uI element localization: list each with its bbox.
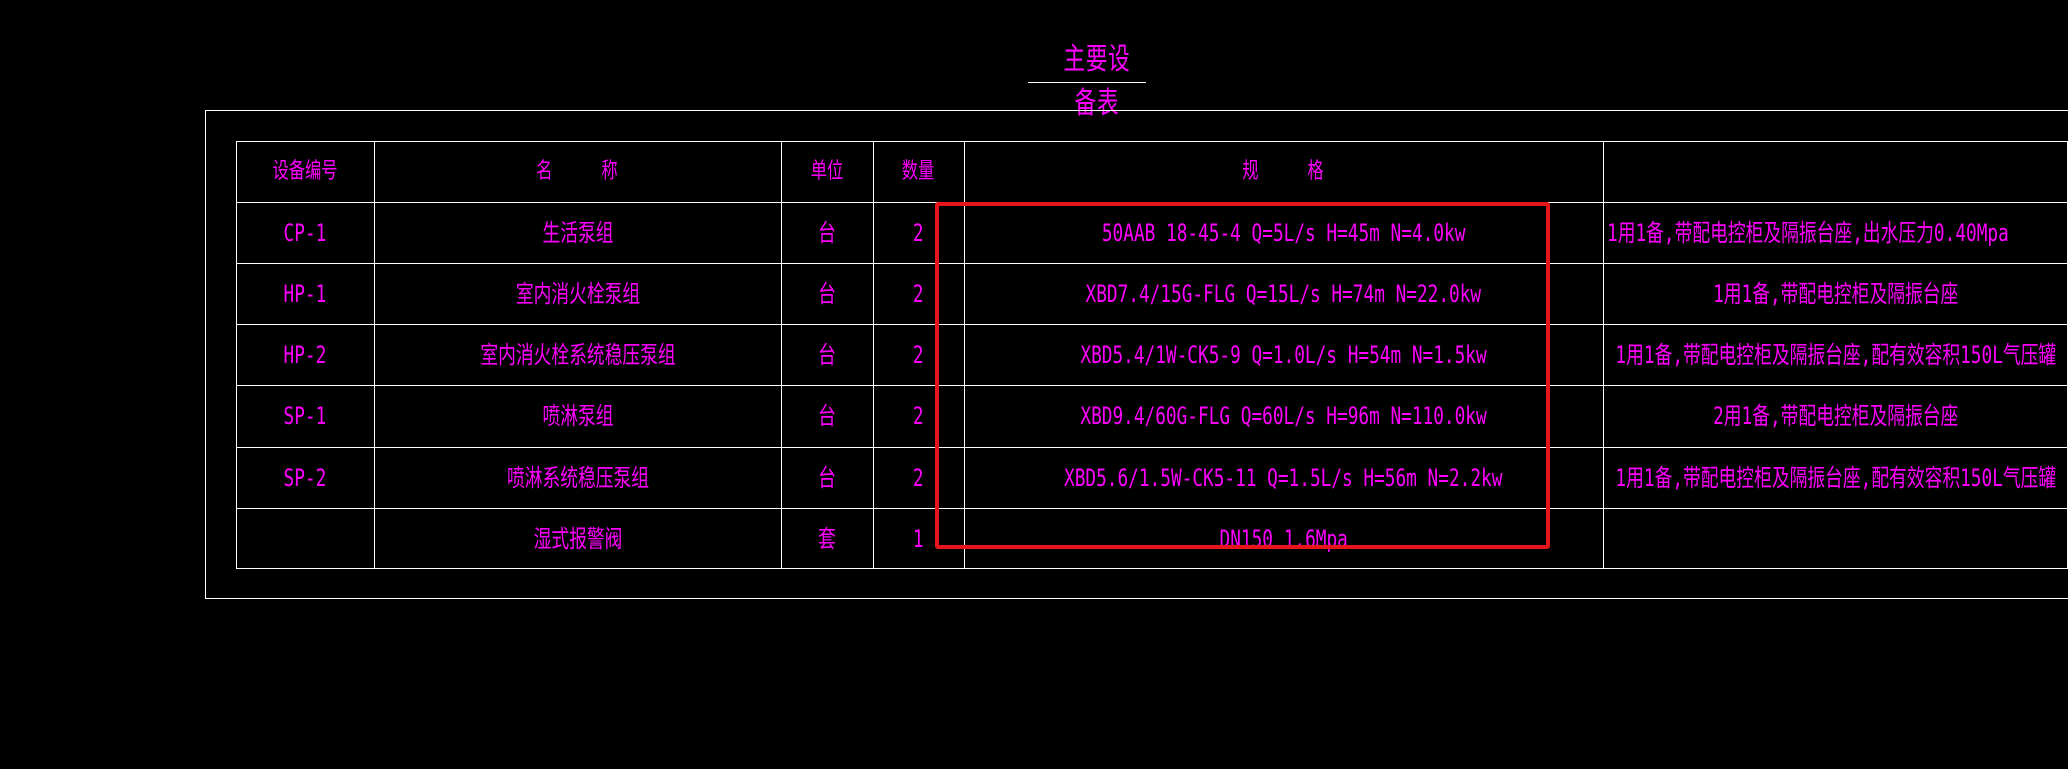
selection-rectangle[interactable] xyxy=(935,202,1550,549)
cell-remarks: 1用1备,带配电控柜及隔振台座,出水压力0.40Mpa xyxy=(1603,202,2068,263)
column-divider xyxy=(873,141,874,569)
column-divider xyxy=(374,141,375,569)
cell-text: 2 xyxy=(913,218,924,247)
cell-unit: 套 xyxy=(781,508,873,569)
cell-text: 喷淋系统稳压泵组 xyxy=(506,463,649,492)
header-equipment-code: 设备编号 xyxy=(236,141,374,202)
cell-quantity: 2 xyxy=(873,447,964,508)
cell-equipment-name: 喷淋泵组 xyxy=(374,385,781,446)
row-divider xyxy=(236,508,2068,509)
cell-specification: XBD9.4/60G-FLG Q=60L/s H=96m N=110.0kw xyxy=(964,385,1603,446)
cell-text: XBD9.4/60G-FLG Q=60L/s H=96m N=110.0kw xyxy=(1080,401,1487,430)
cell-text: 2 xyxy=(913,340,924,369)
cell-text: 设备编号 xyxy=(272,158,338,184)
cell-text: 室内消火栓系统稳压泵组 xyxy=(479,340,676,369)
cell-unit: 台 xyxy=(781,263,873,324)
cell-text: SP-1 xyxy=(283,401,327,430)
header-quantity: 数量 xyxy=(873,141,964,202)
cell-quantity: 2 xyxy=(873,202,964,263)
cell-text: 2 xyxy=(913,279,924,308)
cell-text: HP-2 xyxy=(283,340,327,369)
cell-text: 台 xyxy=(818,401,836,430)
cell-remarks: 1用1备,带配电控柜及隔振台座,配有效容积150L气压罐 xyxy=(1603,324,2068,385)
cell-text: 单位 xyxy=(810,158,844,184)
cell-equipment-code: SP-2 xyxy=(236,447,374,508)
cell-text: SP-2 xyxy=(283,463,327,492)
cell-text: 套 xyxy=(818,524,836,553)
cell-equipment-code: HP-1 xyxy=(236,263,374,324)
table-title: 主要设备表 xyxy=(1063,42,1131,121)
row-divider xyxy=(236,385,2068,386)
cell-text: XBD7.4/15G-FLG Q=15L/s H=74m N=22.0kw xyxy=(1085,279,1482,308)
cell-unit: 台 xyxy=(781,324,873,385)
cell-text: 台 xyxy=(818,279,836,308)
cell-text: 台 xyxy=(818,218,836,247)
cell-text: 2 xyxy=(913,463,924,492)
title-underline xyxy=(1028,82,1146,83)
cell-specification: XBD7.4/15G-FLG Q=15L/s H=74m N=22.0kw xyxy=(964,263,1603,324)
cell-remarks xyxy=(1603,508,2068,569)
cell-remarks: 1用1备,带配电控柜及隔振台座 xyxy=(1603,263,2068,324)
column-divider xyxy=(781,141,782,569)
drawing-frame xyxy=(205,110,2068,599)
cell-quantity: 1 xyxy=(873,508,964,569)
column-divider xyxy=(1603,141,1604,569)
cell-specification: XBD5.6/1.5W-CK5-11 Q=1.5L/s H=56m N=2.2k… xyxy=(964,447,1603,508)
cell-text: 50AAB 18-45-4 Q=5L/s H=45m N=4.0kw xyxy=(1101,218,1466,247)
cell-equipment-code: HP-2 xyxy=(236,324,374,385)
cell-text: 湿式报警阀 xyxy=(533,524,622,553)
cell-equipment-name: 生活泵组 xyxy=(374,202,781,263)
cell-quantity: 2 xyxy=(873,263,964,324)
row-divider xyxy=(236,447,2068,448)
cell-text: 2用1备,带配电控柜及隔振台座 xyxy=(1712,401,1959,430)
cell-text: 室内消火栓泵组 xyxy=(515,279,640,308)
column-divider xyxy=(964,141,965,569)
cell-remarks: 1用1备,带配电控柜及隔振台座,配有效容积150L气压罐 xyxy=(1603,447,2068,508)
cell-text: CP-1 xyxy=(283,218,327,247)
cell-text: 1用1备,带配电控柜及隔振台座 xyxy=(1712,279,1959,308)
cell-unit: 台 xyxy=(781,202,873,263)
cell-equipment-code: CP-1 xyxy=(236,202,374,263)
cell-remarks: 2用1备,带配电控柜及隔振台座 xyxy=(1603,385,2068,446)
cell-text: XBD5.6/1.5W-CK5-11 Q=1.5L/s H=56m N=2.2k… xyxy=(1064,463,1503,492)
cell-equipment-code: SP-1 xyxy=(236,385,374,446)
cell-equipment-name: 室内消火栓泵组 xyxy=(374,263,781,324)
cell-text: XBD5.4/1W-CK5-9 Q=1.0L/s H=54m N=1.5kw xyxy=(1080,340,1487,369)
cell-text: 2 xyxy=(913,401,924,430)
cell-text: 名 称 xyxy=(536,158,619,184)
cell-text: 台 xyxy=(818,463,836,492)
cell-equipment-name: 喷淋系统稳压泵组 xyxy=(374,447,781,508)
cell-text: 1用1备,带配电控柜及隔振台座,出水压力0.40Mpa xyxy=(1607,218,2009,247)
cell-specification: 50AAB 18-45-4 Q=5L/s H=45m N=4.0kw xyxy=(964,202,1603,263)
cell-text: HP-1 xyxy=(283,279,327,308)
header-unit: 单位 xyxy=(781,141,873,202)
cell-specification: XBD5.4/1W-CK5-9 Q=1.0L/s H=54m N=1.5kw xyxy=(964,324,1603,385)
cell-unit: 台 xyxy=(781,447,873,508)
cell-text: 台 xyxy=(818,340,836,369)
cell-text: 1用1备,带配电控柜及隔振台座,配有效容积150L气压罐 xyxy=(1615,340,2056,369)
cell-text: 1用1备,带配电控柜及隔振台座,配有效容积150L气压罐 xyxy=(1615,463,2056,492)
cell-text: 1 xyxy=(913,524,924,553)
cell-quantity: 2 xyxy=(873,385,964,446)
cell-unit: 台 xyxy=(781,385,873,446)
cell-text: 数量 xyxy=(902,158,935,184)
cell-equipment-name: 湿式报警阀 xyxy=(374,508,781,569)
header-equipment-name: 名 称 xyxy=(374,141,781,202)
header-specification: 规 格 xyxy=(964,141,1603,202)
row-divider xyxy=(236,324,2068,325)
cell-text: 规 格 xyxy=(1242,158,1325,184)
cell-quantity: 2 xyxy=(873,324,964,385)
row-divider xyxy=(236,263,2068,264)
cell-equipment-name: 室内消火栓系统稳压泵组 xyxy=(374,324,781,385)
header-remarks xyxy=(1603,141,2068,202)
cell-text: 生活泵组 xyxy=(541,218,614,247)
cell-equipment-code xyxy=(236,508,374,569)
cell-text: 喷淋泵组 xyxy=(541,401,614,430)
